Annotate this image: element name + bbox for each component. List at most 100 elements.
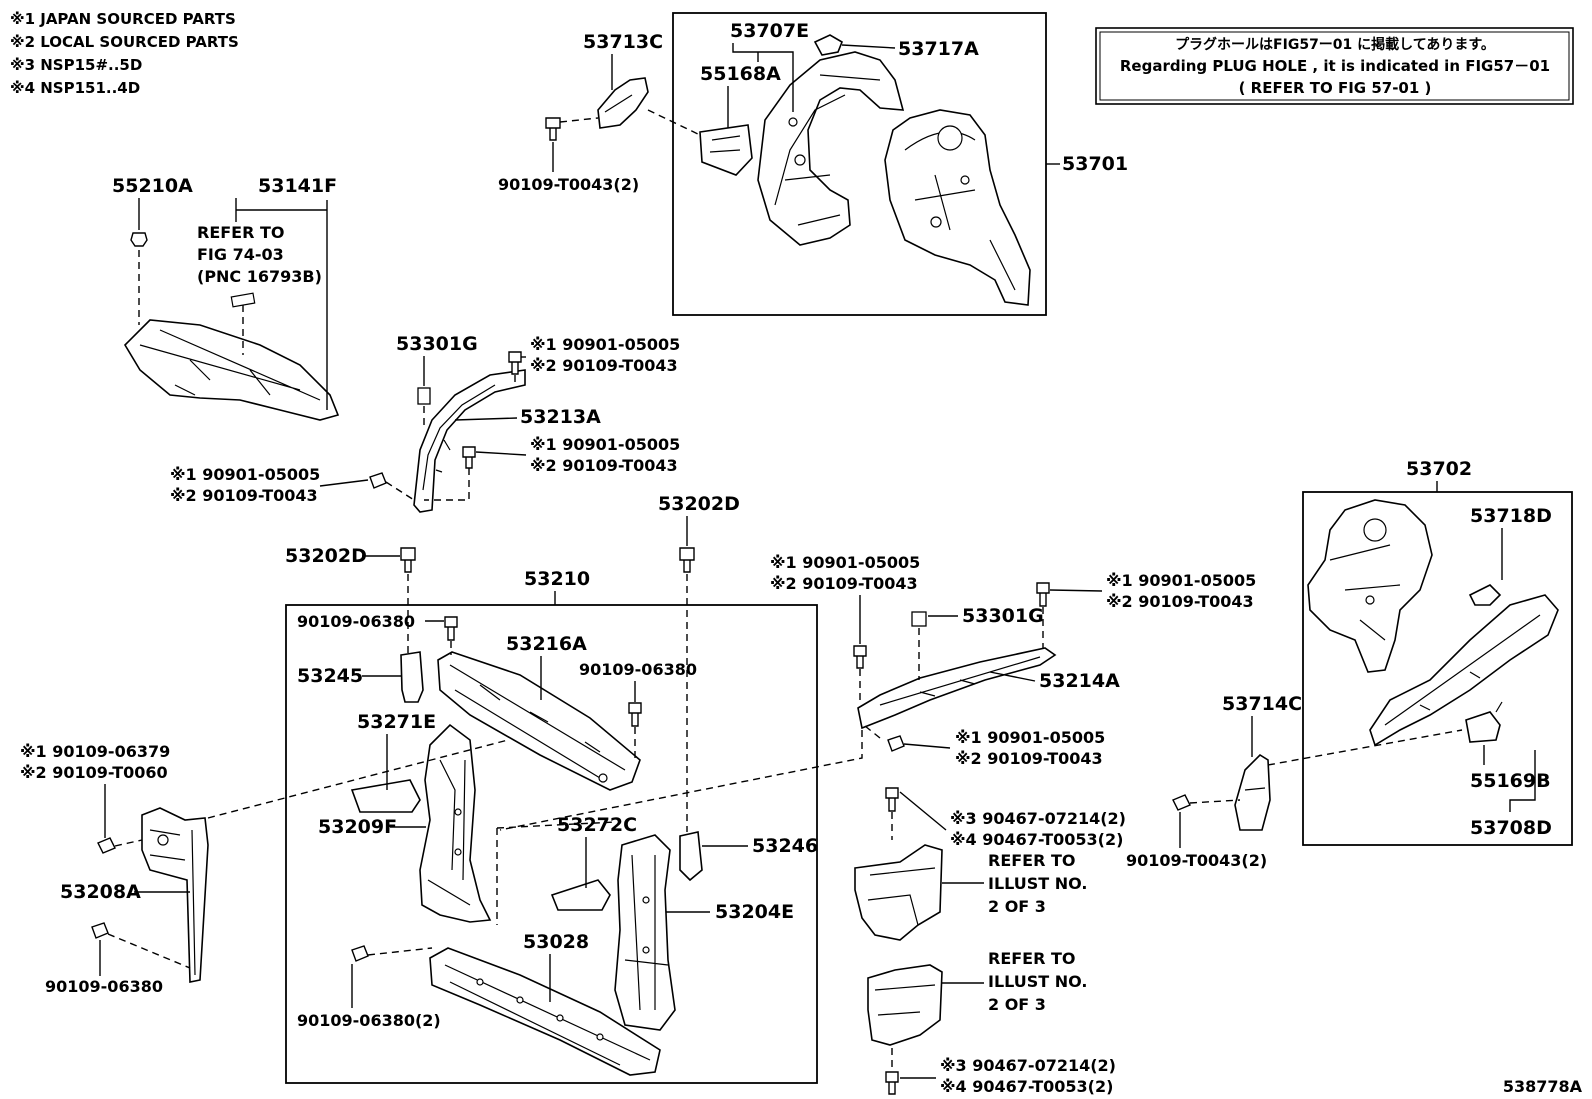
label-s1-05005-b: ※1 90901-05005: [530, 435, 680, 454]
label-s1-05005-d: ※1 90901-05005: [770, 553, 920, 572]
note-3: ※3 NSP15#..5D: [10, 56, 142, 74]
refer-illust-b-3: 2 OF 3: [988, 995, 1046, 1014]
label-s2-T0043-b: ※2 90109-T0043: [530, 456, 678, 475]
label-53272C: 53272C: [557, 814, 637, 836]
note-2: ※2 LOCAL SOURCED PARTS: [10, 33, 239, 51]
label-s1-05005-f: ※1 90901-05005: [955, 728, 1105, 747]
label-53216A: 53216A: [506, 633, 587, 655]
label-53708D: 53708D: [1470, 817, 1552, 839]
leader-53141F: [235, 198, 328, 410]
label-53028: 53028: [523, 931, 589, 953]
apron-assembly-53701: [672, 12, 1047, 316]
refer-fig-line-1: REFER TO: [197, 223, 285, 242]
label-s1-05005-a: ※1 90901-05005: [530, 335, 680, 354]
label-53204E: 53204E: [715, 901, 794, 923]
note-1: ※1 JAPAN SOURCED PARTS: [10, 10, 236, 28]
refer-fig-line-3: (PNC 16793B): [197, 267, 322, 286]
label-53301G-lower: 53301G: [962, 605, 1044, 627]
label-53214A: 53214A: [1039, 670, 1120, 692]
label-53202D-left: 53202D: [285, 545, 367, 567]
label-53208A: 53208A: [60, 881, 141, 903]
label-53714C: 53714C: [1222, 693, 1302, 715]
refer-illust-a-3: 2 OF 3: [988, 897, 1046, 916]
label-s2-T0043-d: ※2 90109-T0043: [770, 574, 918, 593]
label-53245: 53245: [297, 665, 363, 687]
label-s4-T0053-a: ※4 90467-T0053(2): [950, 830, 1123, 849]
label-90109-T0043-2-right: 90109-T0043(2): [1126, 851, 1267, 870]
note-4: ※4 NSP151..4D: [10, 79, 140, 97]
refer-illust-a-1: REFER TO: [988, 851, 1076, 870]
notice-english: Regarding PLUG HOLE , it is indicated in…: [1120, 57, 1550, 75]
plug-hole-notice: プラグホールはFIG57ー01 に掲載してあります。 Regarding PLU…: [1095, 27, 1574, 105]
label-53141F: 53141F: [258, 175, 337, 197]
leader-s-c: [319, 479, 369, 487]
label-53210: 53210: [524, 568, 590, 590]
nut-53301G: [417, 387, 431, 405]
refer-illust-b-1: REFER TO: [988, 949, 1076, 968]
label-s2-T0043-a: ※2 90109-T0043: [530, 356, 678, 375]
bracket-53714C: [1172, 729, 1463, 831]
nut-53301G-lower: [911, 611, 927, 627]
label-53707E: 53707E: [730, 20, 809, 42]
label-90109-T0043-2-top: 90109-T0043(2): [498, 175, 639, 194]
label-53301G-upper: 53301G: [396, 333, 478, 355]
label-53718D: 53718D: [1470, 505, 1552, 527]
label-s2-T0043-f: ※2 90109-T0043: [955, 749, 1103, 768]
label-s3-07214-b: ※3 90467-07214(2): [940, 1056, 1116, 1075]
label-s2-T0060: ※2 90109-T0060: [20, 763, 168, 782]
clip-55210A: [130, 232, 148, 247]
refer-illust-b-2: ILLUST NO.: [988, 972, 1088, 991]
label-s1-05005-c: ※1 90901-05005: [170, 465, 320, 484]
leader-s-b: [475, 451, 527, 456]
label-55169B: 55169B: [1470, 770, 1551, 792]
bracket-53208A: [91, 739, 509, 983]
splash-shields: [854, 787, 943, 1095]
applicability-notes: ※1 JAPAN SOURCED PARTS ※2 LOCAL SOURCED …: [10, 10, 239, 97]
label-90109-06380-c: 90109-06380: [45, 977, 163, 996]
bracket-53713C: [545, 77, 701, 141]
bolts-53202D: [400, 547, 695, 832]
notice-japanese: プラグホールはFIG57ー01 に掲載してあります。: [1175, 36, 1495, 53]
label-53717A: 53717A: [898, 38, 979, 60]
label-s3-07214-a: ※3 90467-07214(2): [950, 809, 1126, 828]
label-53246: 53246: [752, 835, 818, 857]
refer-fig-note: REFER TO FIG 74-03 (PNC 16793B): [197, 223, 322, 286]
leader-53717A: [841, 44, 896, 49]
radiator-support-53210: [285, 604, 818, 1084]
label-90109-06380-b: 90109-06380: [579, 660, 697, 679]
label-s2-T0043-e: ※2 90109-T0043: [1106, 592, 1254, 611]
leader-s-f: [903, 743, 951, 749]
label-55210A: 55210A: [112, 175, 193, 197]
label-90109-06380-2: 90109-06380(2): [297, 1011, 441, 1030]
figure-id: 538778A: [1503, 1077, 1583, 1096]
refer-illust-a: REFER TO ILLUST NO. 2 OF 3: [988, 851, 1088, 916]
label-53202D-right: 53202D: [658, 493, 740, 515]
label-53209F: 53209F: [318, 816, 397, 838]
label-s2-T0043-c: ※2 90109-T0043: [170, 486, 318, 505]
label-s1-06379: ※1 90109-06379: [20, 742, 170, 761]
upper-member-53213A: [369, 351, 526, 513]
leader-s-e: [1049, 589, 1103, 592]
apron-assembly-53702: [1302, 491, 1573, 846]
refer-illust-a-2: ILLUST NO.: [988, 874, 1088, 893]
label-s1-05005-e: ※1 90901-05005: [1106, 571, 1256, 590]
label-53713C: 53713C: [583, 31, 663, 53]
leader-55169B: [1483, 745, 1536, 812]
label-55168A: 55168A: [700, 63, 781, 85]
upper-member-53214A: [499, 582, 1057, 831]
refer-fig-line-2: FIG 74-03: [197, 245, 284, 264]
label-53213A: 53213A: [520, 406, 601, 428]
label-s4-T0053-b: ※4 90467-T0053(2): [940, 1077, 1113, 1096]
leader-53213A: [454, 417, 518, 421]
notice-refer: ( REFER TO FIG 57-01 ): [1239, 79, 1432, 97]
label-90109-06380-a: 90109-06380: [297, 612, 415, 631]
refer-illust-b: REFER TO ILLUST NO. 2 OF 3: [988, 949, 1088, 1014]
leader-53214A: [989, 671, 1036, 682]
radiator-support-cover: [123, 232, 340, 421]
leader-s3-a: [899, 791, 947, 831]
leader-53707E: [732, 43, 794, 112]
label-53271E: 53271E: [357, 711, 436, 733]
label-53701: 53701: [1062, 153, 1128, 175]
label-53702: 53702: [1406, 458, 1472, 480]
